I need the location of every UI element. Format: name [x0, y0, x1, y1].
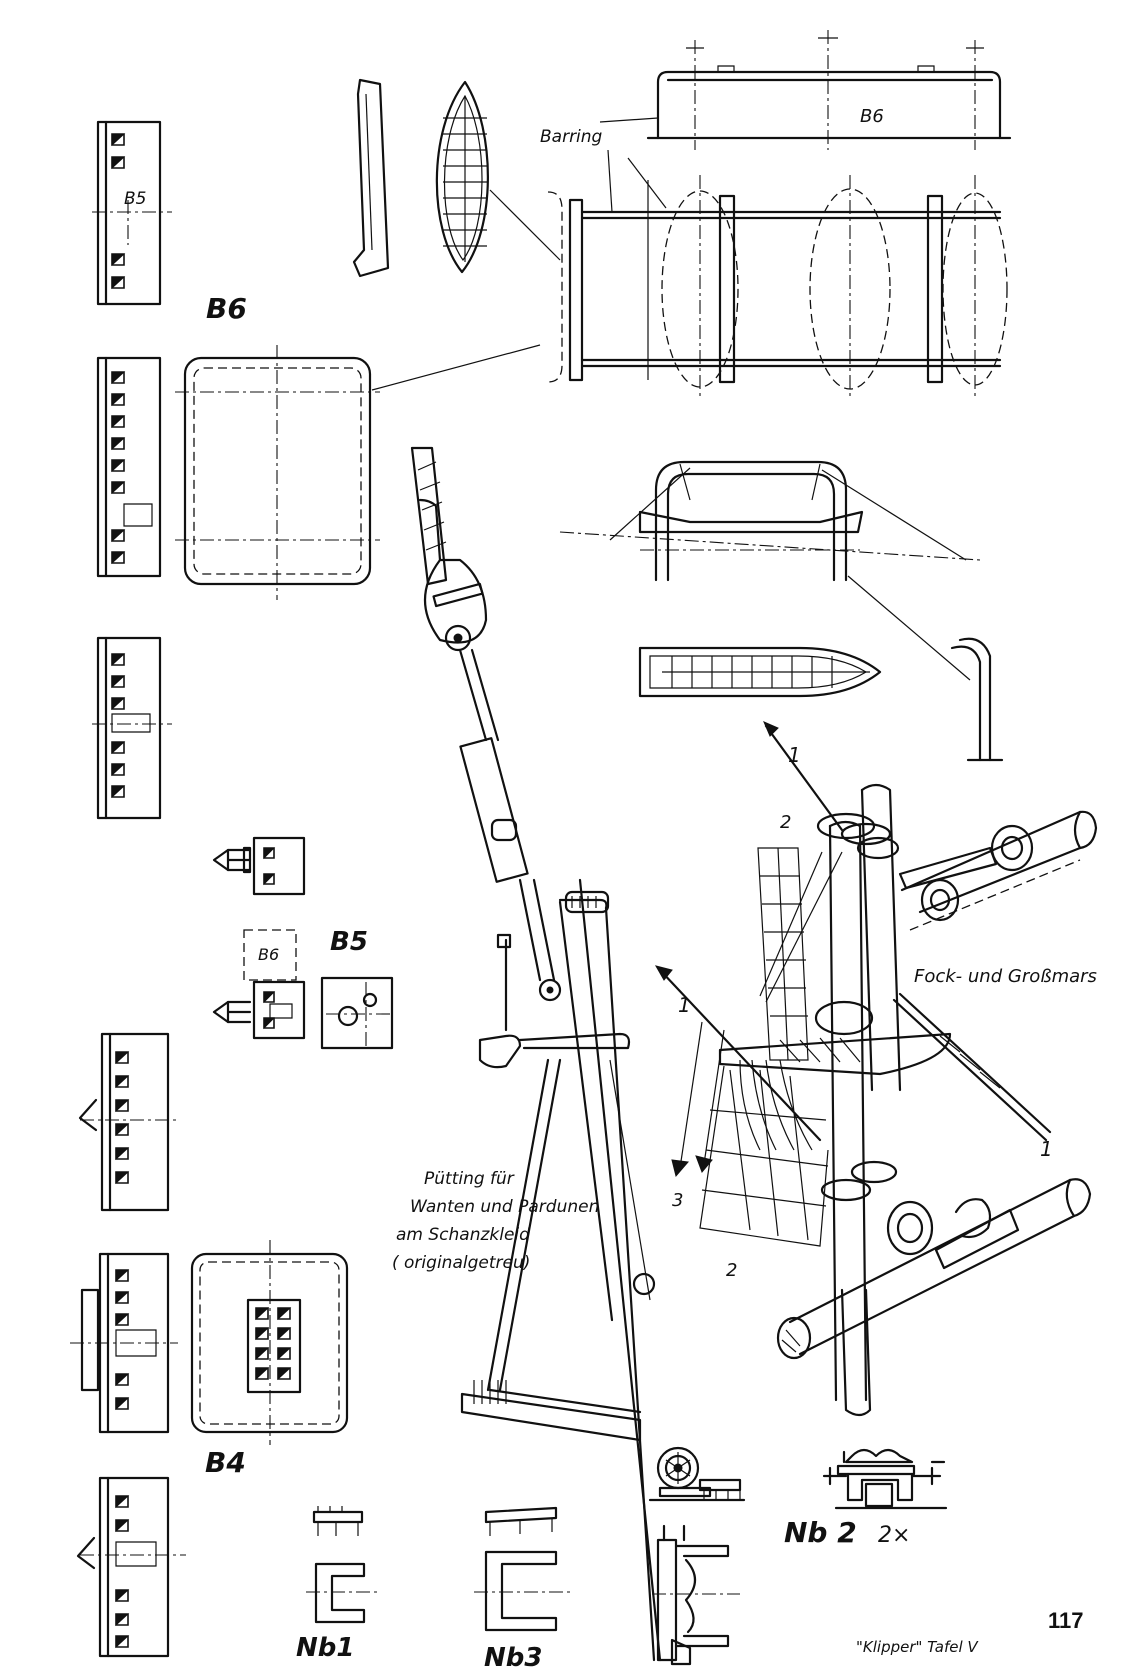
deckhouse-long-view — [98, 358, 160, 576]
b5-small-fittings: B6 B5 — [214, 838, 392, 1048]
nb2-label: Nb 2 — [784, 1516, 857, 1549]
puetting-line2: Wanten und Pardunen — [410, 1197, 599, 1217]
wheel-fitting — [650, 1448, 744, 1664]
arrow-label-1b: 1 — [678, 993, 691, 1017]
puetting-line4: ( originalgetreu) — [392, 1253, 530, 1273]
puetting-line3: am Schanzkleid — [396, 1225, 530, 1245]
deckhouse-mid-view — [92, 638, 172, 818]
barring-end-view — [560, 462, 980, 580]
nb3-label: Nb3 — [484, 1643, 542, 1667]
boat-side-profile — [354, 80, 388, 276]
fock-grossmars-label: Fock- und Großmars — [914, 966, 1097, 987]
plate-caption: "Klipper" Tafel V — [856, 1638, 979, 1656]
davit — [848, 576, 1002, 760]
deckhouse-b4-view: B4 — [70, 1240, 347, 1479]
nb3-fitting: Nb3 — [474, 1508, 570, 1667]
puetting-line1: Pütting für — [424, 1169, 515, 1189]
barring-elevation: B6 Barring — [540, 30, 1010, 212]
fock-grossmars-mast — [656, 722, 1096, 1415]
arrow-label-1a: 1 — [788, 743, 801, 767]
b4-label: B4 — [205, 1446, 246, 1479]
nb2-fitting: Nb 2 2× — [784, 1450, 946, 1549]
barring-plan-view — [548, 175, 1007, 400]
b5-inner-label: B5 — [124, 189, 146, 209]
boat-plan-horizontal — [640, 648, 880, 696]
shroud-puetting — [412, 448, 660, 1660]
barring-label: Barring — [540, 127, 603, 147]
b5-label: B5 — [330, 927, 368, 957]
b6-label-left: B6 — [206, 292, 247, 325]
b6-small-label: B6 — [258, 945, 279, 964]
arrow-label-1c: 1 — [1040, 1137, 1053, 1161]
page-number: 117 — [1048, 1608, 1084, 1633]
nb2-qty-label: 2× — [878, 1523, 910, 1548]
arrow-label-3: 3 — [672, 1190, 683, 1211]
nb1-fitting: Nb1 — [296, 1506, 380, 1663]
deckhouse-chevron-view-2 — [78, 1478, 186, 1656]
deckhouse-chevron-view-1 — [80, 1034, 180, 1210]
deckhouse-b5-view: B5 — [92, 122, 172, 304]
cabin-top-view — [175, 345, 540, 600]
boat-top-view — [437, 82, 560, 272]
nb1-label: Nb1 — [296, 1633, 354, 1663]
arrow-label-2a: 2 — [780, 812, 791, 833]
arrow-label-2b: 2 — [726, 1260, 737, 1281]
b6-label-top: B6 — [860, 106, 884, 127]
